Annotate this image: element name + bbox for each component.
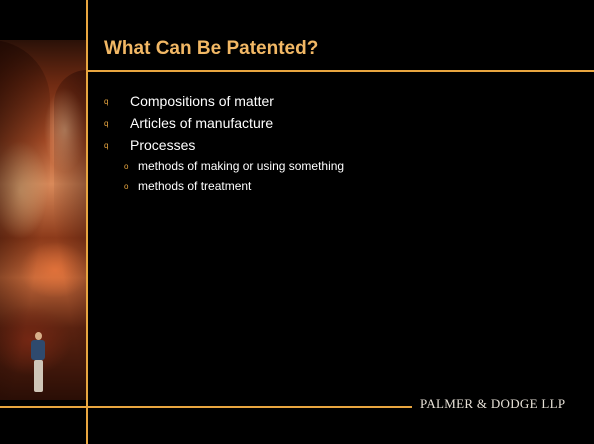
vertical-rule xyxy=(86,0,88,444)
title-rule xyxy=(86,70,594,72)
bullet-marker-icon: q xyxy=(104,119,109,128)
bullet-item: q Compositions of matter xyxy=(104,90,574,112)
slide-title: What Can Be Patented? xyxy=(104,38,319,59)
bullet-marker-icon: q xyxy=(104,141,109,150)
bullet-text: Processes xyxy=(130,137,196,153)
sub-bullet-marker-icon: o xyxy=(124,182,129,191)
canyon-photo xyxy=(0,40,86,400)
bullet-marker-icon: q xyxy=(104,97,109,106)
sub-bullet-text: methods of making or using something xyxy=(138,159,345,173)
bullet-text: Articles of manufacture xyxy=(130,115,274,131)
sub-bullet-item: o methods of treatment xyxy=(104,176,574,196)
hiker-figure xyxy=(30,332,46,394)
sub-bullet-marker-icon: o xyxy=(124,162,129,171)
company-logo: PALMER & DODGE LLP xyxy=(420,396,566,411)
bullet-item: q Processes xyxy=(104,134,574,156)
sub-bullet-item: o methods of making or using something xyxy=(104,156,574,176)
bullet-item: q Articles of manufacture xyxy=(104,112,574,134)
footer-rule xyxy=(0,406,412,408)
bullet-text: Compositions of matter xyxy=(130,93,274,109)
bullet-list: q Compositions of matter q Articles of m… xyxy=(104,90,574,196)
sub-bullet-text: methods of treatment xyxy=(138,179,252,193)
